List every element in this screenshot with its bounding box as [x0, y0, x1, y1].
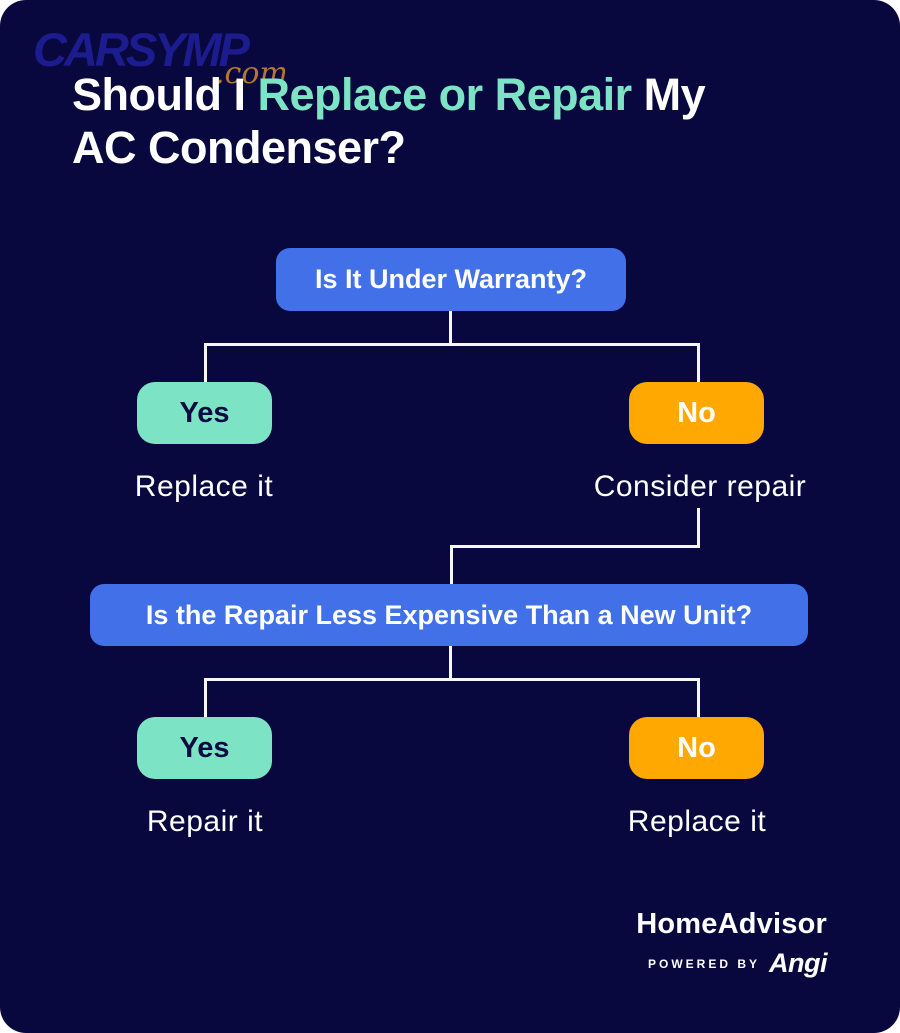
title-highlight: Replace or Repair — [257, 69, 633, 120]
connector-q1-horizontal — [204, 343, 700, 346]
answer-no-1: No — [629, 382, 764, 444]
watermark-logo: CARSYMP .com — [33, 22, 313, 92]
answer-yes-1-label: Yes — [179, 396, 230, 429]
connector-repair-drop — [450, 545, 453, 585]
connector-q2-horizontal — [204, 678, 700, 681]
title-part1: Should I — [72, 69, 246, 120]
connector-repair-horizontal — [450, 545, 700, 548]
answer-yes-2-label: Yes — [179, 731, 230, 764]
result-consider-repair: Consider repair — [593, 470, 807, 503]
answer-yes-1: Yes — [137, 382, 272, 444]
question-warranty-label: Is It Under Warranty? — [314, 264, 588, 294]
title-part2: My — [643, 69, 706, 120]
powered-by-row: POWERED BY Angi — [636, 948, 828, 979]
connector-q1-right-drop — [697, 343, 700, 383]
question-box-repair-cost: Is the Repair Less Expensive Than a New … — [90, 584, 808, 646]
angi-logo: Angi — [769, 948, 828, 978]
powered-by-label: POWERED BY — [647, 956, 760, 971]
connector-repair-stem — [697, 508, 700, 548]
page-title: Should I Replace or Repair My AC Condens… — [72, 68, 862, 174]
watermark-brand-text: CARSYMP — [33, 23, 250, 76]
connector-q2-left-drop — [204, 678, 207, 718]
answer-no-2: No — [629, 717, 764, 779]
footer-branding: HomeAdvisor POWERED BY Angi — [636, 908, 827, 979]
answer-no-1-label: No — [677, 396, 716, 429]
homeadvisor-logo: HomeAdvisor — [636, 908, 827, 940]
answer-no-2-label: No — [677, 731, 716, 764]
question-repair-cost-label: Is the Repair Less Expensive Than a New … — [145, 599, 753, 630]
watermark-tld-text: .com — [215, 56, 288, 91]
answer-yes-2: Yes — [137, 717, 272, 779]
question-box-warranty: Is It Under Warranty? — [276, 248, 626, 311]
connector-q2-right-drop — [697, 678, 700, 718]
connector-q1-left-drop — [204, 343, 207, 383]
title-line2: AC Condenser? — [72, 122, 406, 173]
result-replace-it-1: Replace it — [134, 470, 274, 503]
connector-q2-stem — [449, 646, 452, 680]
connector-q1-stem — [449, 311, 452, 345]
result-replace-it-2: Replace it — [627, 805, 767, 838]
result-repair-it: Repair it — [146, 805, 264, 838]
